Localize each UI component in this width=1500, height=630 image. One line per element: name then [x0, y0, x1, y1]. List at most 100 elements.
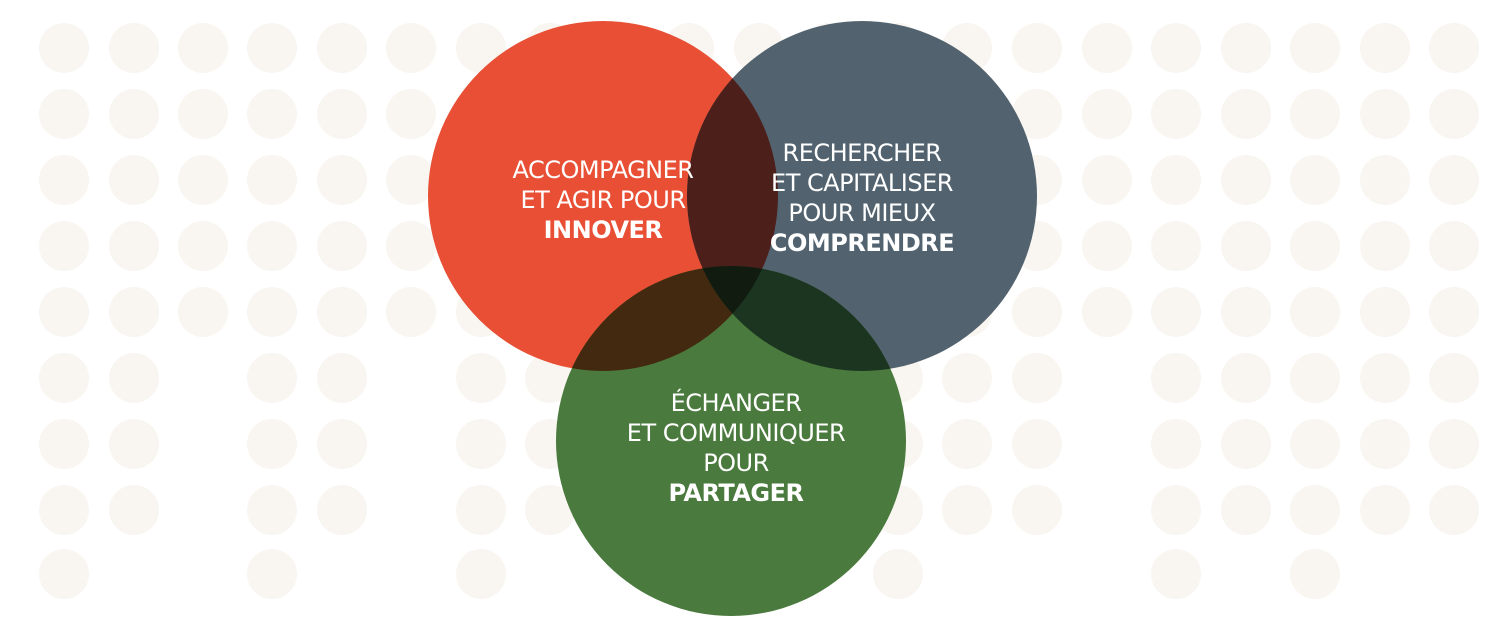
- label-partager-line-3: POUR: [703, 449, 769, 477]
- background-dot: [1290, 23, 1340, 73]
- label-partager-line-1: ÉCHANGER: [670, 389, 802, 417]
- background-dot: [39, 287, 89, 337]
- background-dot: [178, 89, 228, 139]
- background-dot: [1151, 419, 1201, 469]
- label-partager-line-2: ET COMMUNIQUER: [626, 419, 846, 447]
- background-dot: [1290, 419, 1340, 469]
- label-comprendre-line-3: POUR MIEUX: [788, 199, 936, 227]
- background-dot: [1012, 419, 1062, 469]
- background-dot: [247, 89, 297, 139]
- label-partager-emphasis: PARTAGER: [668, 479, 804, 507]
- background-dot: [873, 549, 923, 599]
- background-dot: [317, 287, 367, 337]
- background-dot: [109, 89, 159, 139]
- background-dot: [178, 287, 228, 337]
- label-comprendre-emphasis: COMPRENDRE: [769, 229, 955, 257]
- background-dot: [386, 23, 436, 73]
- background-dot: [1429, 221, 1479, 271]
- background-dot: [1221, 287, 1271, 337]
- background-dot: [39, 549, 89, 599]
- background-dot: [1290, 353, 1340, 403]
- background-dot: [1290, 485, 1340, 535]
- background-dot: [1151, 23, 1201, 73]
- background-dot: [1429, 287, 1479, 337]
- background-dot: [39, 155, 89, 205]
- background-dot: [39, 221, 89, 271]
- background-dot: [247, 353, 297, 403]
- background-dot: [178, 221, 228, 271]
- background-dot: [1012, 23, 1062, 73]
- background-dot: [942, 353, 992, 403]
- background-dot: [1360, 419, 1410, 469]
- background-dot: [1082, 287, 1132, 337]
- background-dot: [317, 155, 367, 205]
- background-dot: [109, 221, 159, 271]
- background-dot: [1290, 549, 1340, 599]
- label-innover-line-2: ET AGIR POUR: [520, 186, 686, 214]
- background-dot: [942, 419, 992, 469]
- background-dot: [1290, 155, 1340, 205]
- background-dot: [1221, 89, 1271, 139]
- background-dot: [1151, 287, 1201, 337]
- background-dot: [109, 419, 159, 469]
- background-dot: [386, 89, 436, 139]
- background-dot: [247, 155, 297, 205]
- background-dot: [456, 549, 506, 599]
- background-dot: [1082, 155, 1132, 205]
- background-dot: [1151, 549, 1201, 599]
- background-dot: [1221, 23, 1271, 73]
- background-dot: [317, 221, 367, 271]
- background-dot: [1151, 89, 1201, 139]
- background-dot: [39, 353, 89, 403]
- overlap-innover-partager: [556, 266, 778, 371]
- background-dot: [317, 89, 367, 139]
- background-dot: [1151, 155, 1201, 205]
- background-dot: [456, 419, 506, 469]
- background-dot: [525, 485, 575, 535]
- background-dot: [317, 23, 367, 73]
- background-dot: [1082, 221, 1132, 271]
- background-dot: [317, 419, 367, 469]
- background-dot: [386, 287, 436, 337]
- background-dot: [1012, 485, 1062, 535]
- background-dot: [1221, 221, 1271, 271]
- label-comprendre-line-1: RECHERCHER: [782, 139, 942, 167]
- background-dot: [247, 549, 297, 599]
- background-dot: [109, 353, 159, 403]
- background-dot: [178, 155, 228, 205]
- background-dot: [1012, 89, 1062, 139]
- background-dot: [1221, 155, 1271, 205]
- background-dot: [247, 287, 297, 337]
- label-innover: ACCOMPAGNER ET AGIR POUR INNOVER: [498, 155, 708, 245]
- background-dot: [247, 485, 297, 535]
- background-dot: [39, 419, 89, 469]
- background-dot: [247, 419, 297, 469]
- background-dot: [1360, 221, 1410, 271]
- background-dot: [942, 485, 992, 535]
- background-dot: [1290, 221, 1340, 271]
- background-dot: [1221, 485, 1271, 535]
- background-dot: [1151, 221, 1201, 271]
- background-dot: [1221, 419, 1271, 469]
- background-dot: [386, 155, 436, 205]
- background-dot: [1429, 89, 1479, 139]
- background-dot: [317, 353, 367, 403]
- background-dot: [39, 23, 89, 73]
- background-dot: [247, 23, 297, 73]
- background-dot: [456, 353, 506, 403]
- background-dot: [109, 485, 159, 535]
- background-dot: [39, 89, 89, 139]
- label-comprendre: RECHERCHER ET CAPITALISER POUR MIEUX COM…: [752, 138, 972, 258]
- overlap-comprendre-partager: [687, 266, 906, 371]
- background-dot: [1360, 89, 1410, 139]
- background-dot: [1151, 353, 1201, 403]
- background-dot: [386, 221, 436, 271]
- background-dot: [1429, 419, 1479, 469]
- background-dot: [1082, 23, 1132, 73]
- background-dot: [1290, 287, 1340, 337]
- background-dot: [1360, 353, 1410, 403]
- background-dot: [178, 23, 228, 73]
- background-dot: [109, 23, 159, 73]
